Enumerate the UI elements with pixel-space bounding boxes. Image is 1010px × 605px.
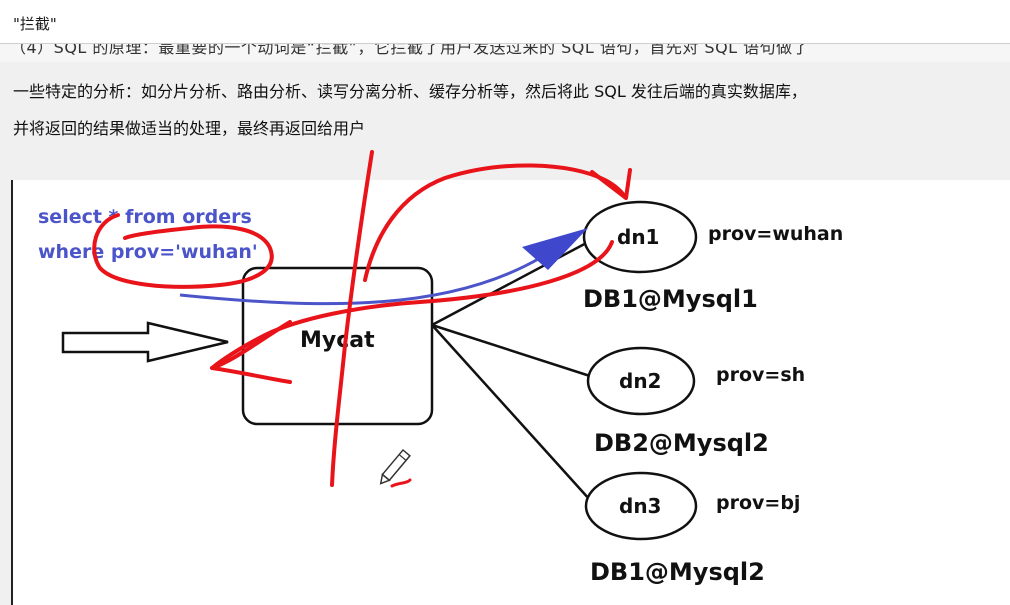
node-dn2-label: dn2 <box>619 369 661 393</box>
node-dn2-db: DB2@Mysql2 <box>594 429 769 457</box>
input-arrow-icon <box>61 321 229 363</box>
connector-dn2 <box>431 323 591 378</box>
query-line-2: where prov='wuhan' <box>38 241 258 263</box>
node-dn1 <box>582 200 698 274</box>
connector-dn1 <box>431 238 593 327</box>
window-title: "拦截" <box>13 15 57 33</box>
annotation-return-hook <box>210 320 292 384</box>
routing-arrowhead-icon <box>522 228 588 270</box>
node-dn3-prov: prov=bj <box>716 492 800 514</box>
clipped-line-text: （4）SQL 的原理：最重要的一个动词是“拦截”，它拦截了用户发送过来的 SQL… <box>10 44 810 57</box>
paragraph-line-1: 一些特定的分析：如分片分析、路由分析、读写分离分析、缓存分析等，然后将此 SQL… <box>13 82 807 101</box>
node-dn1-db: DB1@Mysql1 <box>583 285 758 313</box>
routing-arrow <box>179 256 541 306</box>
node-dn1-label: dn1 <box>617 225 659 249</box>
connector-dn3 <box>431 324 591 501</box>
red-annotations <box>92 150 632 488</box>
node-dn3-db: DB1@Mysql2 <box>590 558 765 586</box>
annotation-scribble <box>390 478 412 488</box>
clipped-text-line: （4）SQL 的原理：最重要的一个动词是“拦截”，它拦截了用户发送过来的 SQL… <box>0 44 1010 62</box>
node-dn3-label: dn3 <box>619 494 661 518</box>
pencil-cursor-icon <box>379 448 411 485</box>
mycat-label: Mycat <box>300 328 375 353</box>
node-dn1-prov: prov=wuhan <box>708 223 843 245</box>
annotation-arc-to-dn1 <box>363 163 627 282</box>
node-dn2 <box>586 346 696 416</box>
annotation-arrowhead-dn1 <box>590 168 632 200</box>
paragraph-line-2: 并将返回的结果做适当的处理，最终再返回给用户 <box>13 119 366 138</box>
annotation-circle <box>92 213 274 289</box>
annotation-return <box>210 240 614 370</box>
node-dn2-prov: prov=sh <box>716 364 805 386</box>
query-line-1: select * from orders <box>38 206 252 228</box>
diagram-canvas <box>11 180 1010 605</box>
node-dn3 <box>584 471 698 541</box>
annotation-strike <box>330 150 374 487</box>
window-titlebar: "拦截" <box>0 0 1010 44</box>
